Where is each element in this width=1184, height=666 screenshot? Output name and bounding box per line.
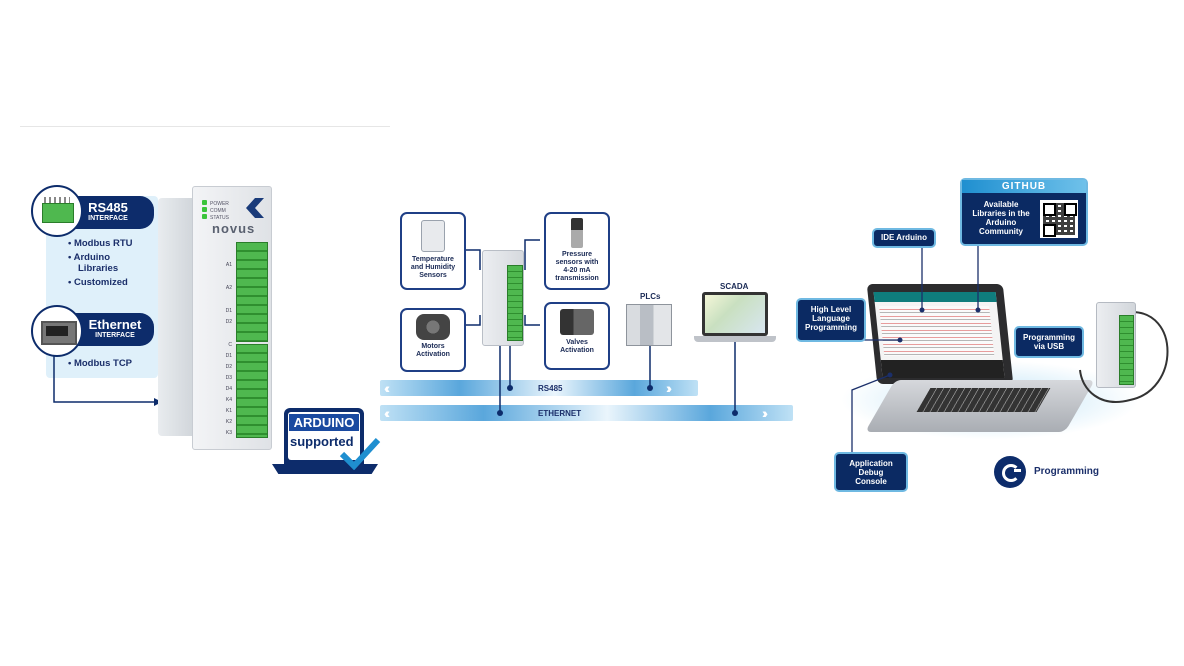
temp-label-2: and Humidity bbox=[410, 264, 456, 271]
ethernet-port-icon bbox=[31, 305, 83, 357]
rs485-bullet-modbus-rtu: • Modbus RTU bbox=[68, 238, 133, 249]
terminal-label-k4: K4 bbox=[225, 397, 232, 403]
pressure-label-4: transmission bbox=[555, 275, 599, 282]
terminal-label-d3: D3 bbox=[225, 375, 232, 381]
ethernet-bullet-modbus-tcp: • Modbus TCP bbox=[68, 358, 133, 369]
led-comm-label: COMM bbox=[210, 208, 226, 214]
programming-via-usb-box: Programming via USB bbox=[1014, 326, 1084, 358]
motor-icon bbox=[416, 314, 450, 340]
device-brand: novus bbox=[212, 221, 256, 236]
led-power-label: POWER bbox=[210, 201, 229, 207]
novus-logo-icon bbox=[246, 198, 264, 218]
terminal-label-d4: D4 bbox=[225, 386, 232, 392]
ethernet-title: Ethernet bbox=[88, 317, 142, 332]
rs485-bus bbox=[380, 380, 698, 396]
terminal-label-k3: K3 bbox=[225, 430, 232, 436]
motors-activation: Motors Activation bbox=[400, 308, 466, 372]
arduino-badge-line2: supported bbox=[290, 434, 354, 449]
scada-label: SCADA bbox=[720, 282, 749, 291]
pressure-sensor: Pressure sensors with 4-20 mA transmissi… bbox=[544, 212, 610, 290]
github-text-2: Libraries in the bbox=[972, 209, 1030, 218]
ide-arduino-label: IDE Arduino bbox=[881, 233, 927, 242]
valves-label-2: Activation bbox=[560, 347, 594, 354]
rs485-connector-icon bbox=[31, 185, 83, 237]
pressure-label-3: 4-20 mA bbox=[563, 267, 591, 274]
terminal-label-k1: K1 bbox=[225, 408, 232, 414]
motors-label-1: Motors bbox=[421, 343, 445, 350]
ethernet-bus bbox=[380, 405, 793, 421]
usb-device bbox=[1096, 302, 1136, 388]
terminal-label-d1: D1 bbox=[225, 353, 232, 359]
high-level-programming-box: High Level Language Programming bbox=[796, 298, 866, 342]
rs485-bullets: • Modbus RTU • Arduino Libraries • Custo… bbox=[68, 238, 158, 288]
arduino-badge-line1: ARDUINO bbox=[289, 414, 359, 431]
thermometer-icon bbox=[421, 220, 445, 252]
novus-device: POWER COMM STATUS novus A1 A2 D1 D2 C D1… bbox=[158, 186, 272, 450]
high-level-label-2: Language bbox=[812, 314, 850, 323]
rs485-title: RS485 bbox=[88, 200, 128, 215]
github-box: GITHUB Available Libraries in the Arduin… bbox=[960, 178, 1088, 246]
usb-label-2: via USB bbox=[1033, 342, 1065, 351]
pressure-label-1: Pressure bbox=[562, 251, 592, 258]
debug-label-3: Console bbox=[855, 477, 887, 486]
terminal-label-k2: K2 bbox=[225, 419, 232, 425]
rs485-bullet-customized: • Customized bbox=[68, 277, 128, 288]
rs485-subtitle: INTERFACE bbox=[88, 215, 128, 222]
terminal-label-a1: A1 bbox=[225, 262, 232, 268]
temp-label-1: Temperature bbox=[412, 256, 454, 263]
plc-icon bbox=[626, 304, 672, 346]
checkmark-icon bbox=[339, 437, 381, 470]
terminal-label-d1a: D1 bbox=[225, 308, 232, 314]
github-text-3: Arduino bbox=[985, 218, 1017, 227]
terminal-label-c: C bbox=[228, 342, 232, 348]
pressure-sensor-icon bbox=[571, 218, 583, 248]
rs485-bus-label: RS485 bbox=[538, 384, 563, 393]
qr-code-icon bbox=[1040, 200, 1078, 238]
github-title: GITHUB bbox=[962, 180, 1086, 193]
high-level-label-1: High Level bbox=[810, 305, 852, 314]
debug-label-1: Application bbox=[849, 459, 893, 468]
c-programming-logo-icon bbox=[994, 456, 1026, 488]
debug-label-2: Debug bbox=[858, 468, 884, 477]
application-debug-console-box: Application Debug Console bbox=[834, 452, 908, 492]
terminal-label-a2: A2 bbox=[225, 285, 232, 291]
terminal-block-top bbox=[236, 242, 268, 342]
scada-laptop-icon bbox=[702, 292, 768, 336]
rs485-bullet-libraries: Libraries bbox=[78, 263, 119, 274]
arduino-supported-badge: ARDUINO supported bbox=[272, 408, 381, 476]
github-text-1: Available bbox=[983, 200, 1019, 209]
c-programming-label: Programming bbox=[1034, 466, 1100, 477]
network-device bbox=[482, 250, 524, 346]
usb-label-1: Programming bbox=[1022, 333, 1075, 342]
terminal-label-d2: D2 bbox=[225, 364, 232, 370]
valves-label-1: Valves bbox=[566, 339, 588, 346]
pressure-label-2: sensors with bbox=[555, 259, 599, 266]
temp-humidity-sensor: Temperature and Humidity Sensors bbox=[400, 212, 466, 290]
temp-label-3: Sensors bbox=[419, 272, 447, 279]
ethernet-bus-label: ETHERNET bbox=[538, 409, 582, 418]
valves-activation: Valves Activation bbox=[544, 302, 610, 370]
connector-arrow bbox=[53, 355, 162, 406]
github-text-4: Community bbox=[979, 227, 1023, 236]
valve-icon bbox=[560, 309, 594, 335]
network-connections bbox=[462, 239, 738, 416]
plcs-label: PLCs bbox=[640, 292, 661, 301]
rs485-bullet-arduino: • Arduino bbox=[68, 252, 111, 263]
terminal-block-bottom bbox=[236, 344, 268, 438]
terminal-label-d2a: D2 bbox=[225, 319, 232, 325]
ide-arduino-box: IDE Arduino bbox=[872, 228, 936, 248]
led-status-label: STATUS bbox=[210, 215, 229, 221]
high-level-label-3: Programming bbox=[804, 323, 857, 332]
ethernet-subtitle: INTERFACE bbox=[95, 332, 135, 339]
top-divider bbox=[20, 126, 390, 127]
usb-cable bbox=[1079, 310, 1169, 403]
motors-label-2: Activation bbox=[416, 351, 450, 358]
